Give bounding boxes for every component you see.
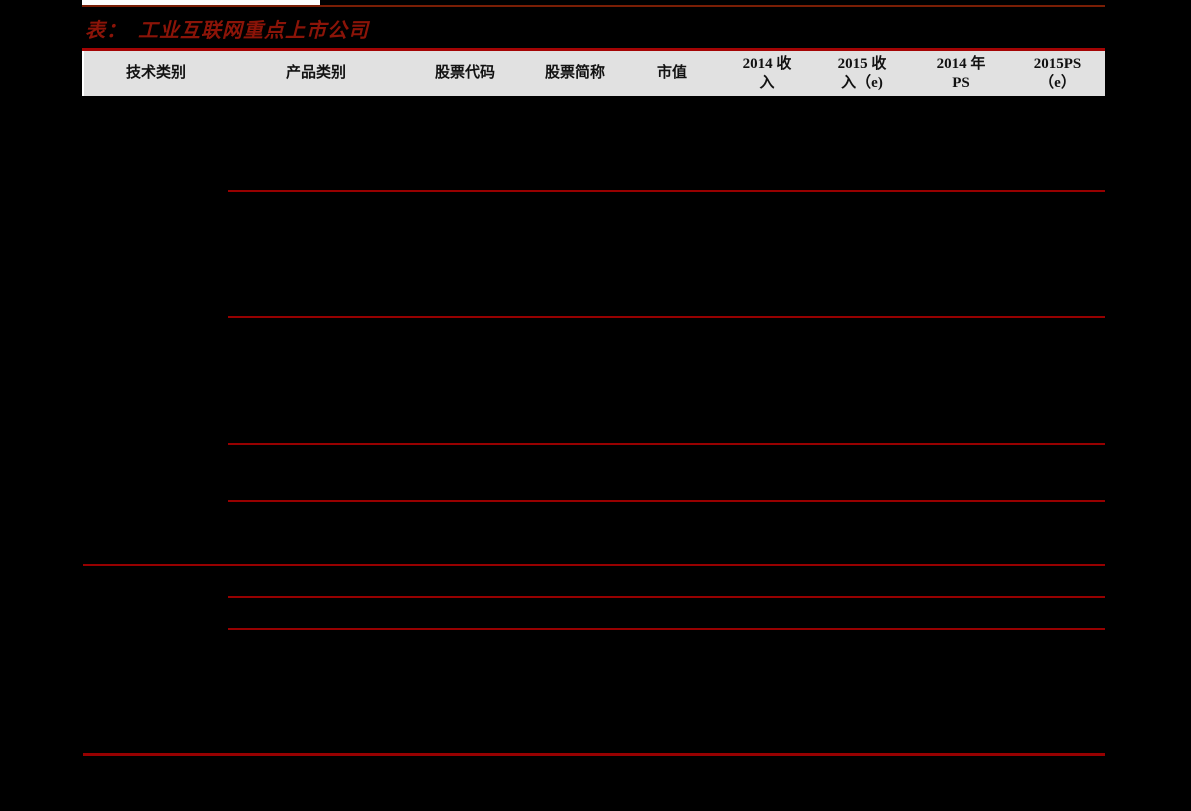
column-header-revenue-2014: 2014 收 入 bbox=[722, 51, 812, 96]
row-divider-1 bbox=[228, 190, 1105, 192]
top-white-bar bbox=[82, 0, 320, 5]
column-header-revenue-2015e: 2015 收 入（e) bbox=[812, 51, 912, 96]
row-divider-2 bbox=[228, 316, 1105, 318]
column-header-label: 技术类别 bbox=[125, 65, 186, 81]
column-header-label-line2: （e） bbox=[1039, 74, 1076, 91]
column-header-label: 2015 收 bbox=[837, 55, 887, 72]
column-header-label: 产品类别 bbox=[285, 65, 346, 81]
column-header-stock-code: 股票代码 bbox=[402, 51, 528, 96]
column-header-label: 2015PS bbox=[1033, 55, 1082, 72]
row-divider-3 bbox=[228, 443, 1105, 445]
column-header-label-line2: 入 bbox=[759, 74, 775, 91]
column-header-label: 股票代码 bbox=[434, 65, 495, 81]
table-caption: 表： 工业互联网重点上市公司 bbox=[85, 14, 369, 43]
column-header-tech-category: 技术类别 bbox=[82, 51, 230, 96]
column-header-product-category: 产品类别 bbox=[230, 51, 402, 96]
column-header-stock-name: 股票简称 bbox=[528, 51, 622, 96]
column-header-market-cap: 市值 bbox=[622, 51, 722, 96]
table-header-row: 技术类别 产品类别 股票代码 股票简称 市值 2014 收 入 2015 收 入… bbox=[82, 48, 1105, 96]
row-divider-6 bbox=[228, 628, 1105, 630]
column-header-label: 市值 bbox=[656, 65, 687, 81]
top-divider-line bbox=[82, 5, 1105, 7]
table-bottom-border bbox=[83, 753, 1105, 756]
column-header-label: 2014 年 bbox=[936, 55, 986, 72]
row-divider-5 bbox=[228, 596, 1105, 598]
row-divider-4 bbox=[228, 500, 1105, 502]
column-header-label-line2: 入（e) bbox=[841, 74, 883, 91]
column-header-label: 股票简称 bbox=[544, 65, 605, 81]
column-header-ps-2014: 2014 年 PS bbox=[912, 51, 1010, 96]
section-divider bbox=[83, 564, 1105, 566]
column-header-ps-2015e: 2015PS （e） bbox=[1010, 51, 1105, 96]
table-caption-prefix: 表： bbox=[85, 20, 127, 42]
table-header-left-border bbox=[82, 51, 84, 96]
table-caption-text: 工业互联网重点上市公司 bbox=[138, 20, 369, 42]
column-header-label-line2: PS bbox=[952, 74, 970, 91]
column-header-label: 2014 收 bbox=[742, 55, 792, 72]
